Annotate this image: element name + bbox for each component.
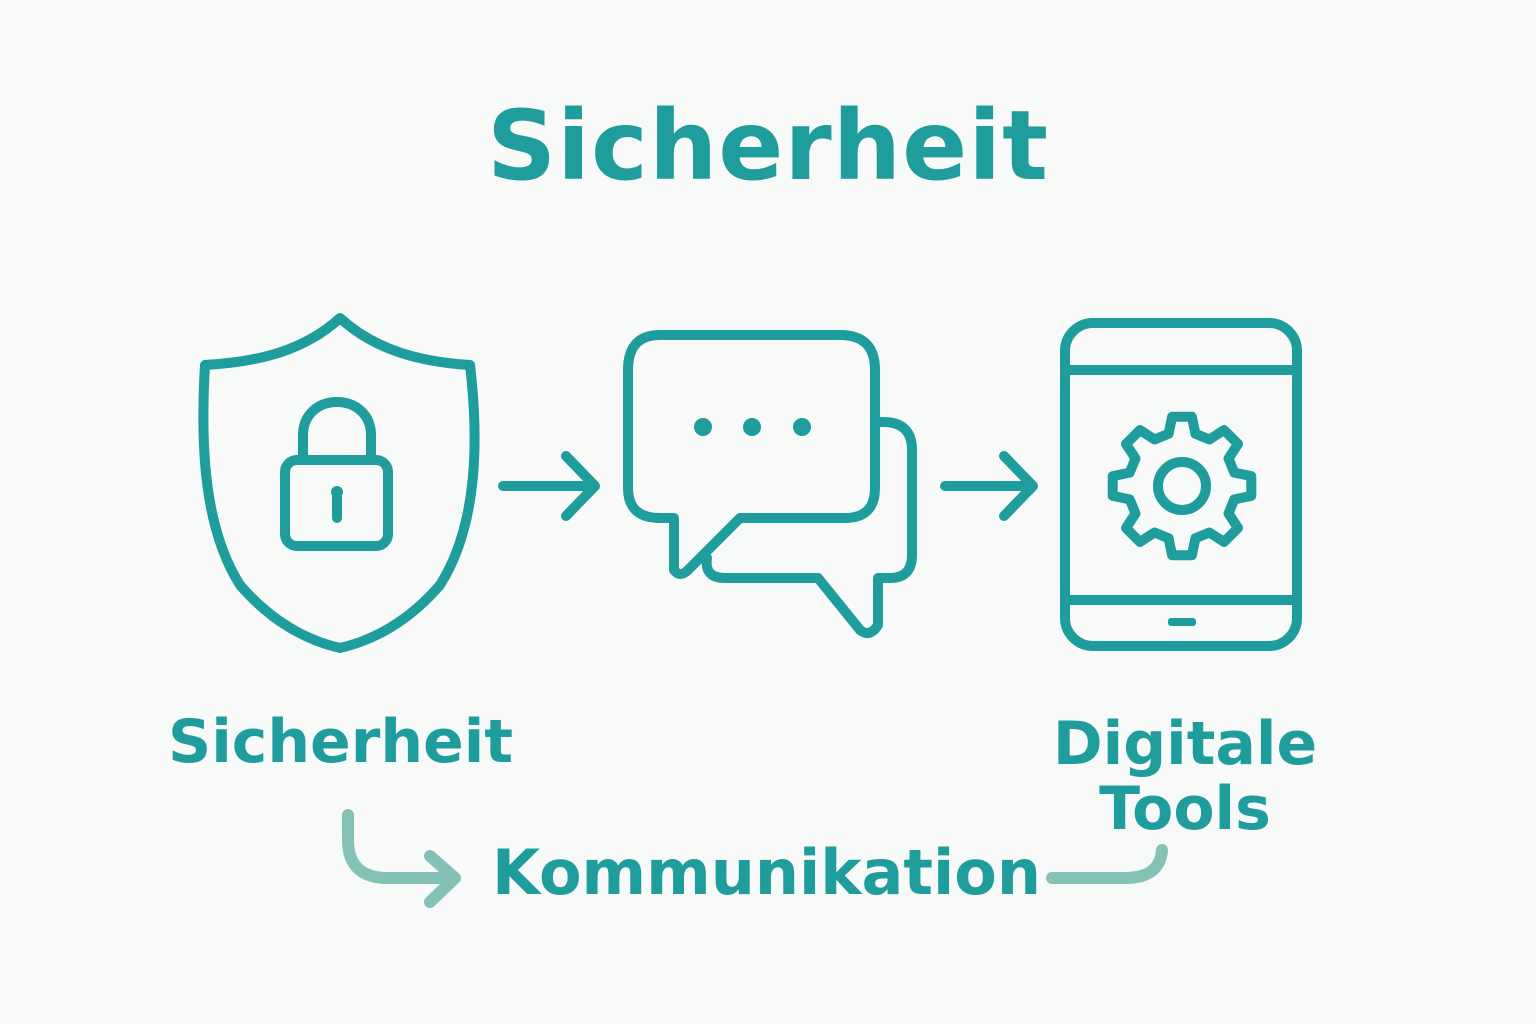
arrow-right-icon xyxy=(498,451,600,521)
tablet-gear-icon xyxy=(1060,318,1302,651)
step-label-digital-tools: Digitale Tools xyxy=(1052,709,1318,844)
diagram-title: Sicherheit xyxy=(487,90,1049,202)
step-label-security: Sicherheit xyxy=(168,707,513,777)
chat-bubbles-icon xyxy=(623,330,917,639)
step-label-communication: Kommunikation xyxy=(492,836,1041,909)
gear-icon xyxy=(1107,411,1257,561)
shield-lock-icon xyxy=(198,313,480,653)
arrow-right-icon xyxy=(940,451,1038,521)
flow-connector-right xyxy=(1046,844,1168,884)
flow-connector-left xyxy=(342,809,461,908)
